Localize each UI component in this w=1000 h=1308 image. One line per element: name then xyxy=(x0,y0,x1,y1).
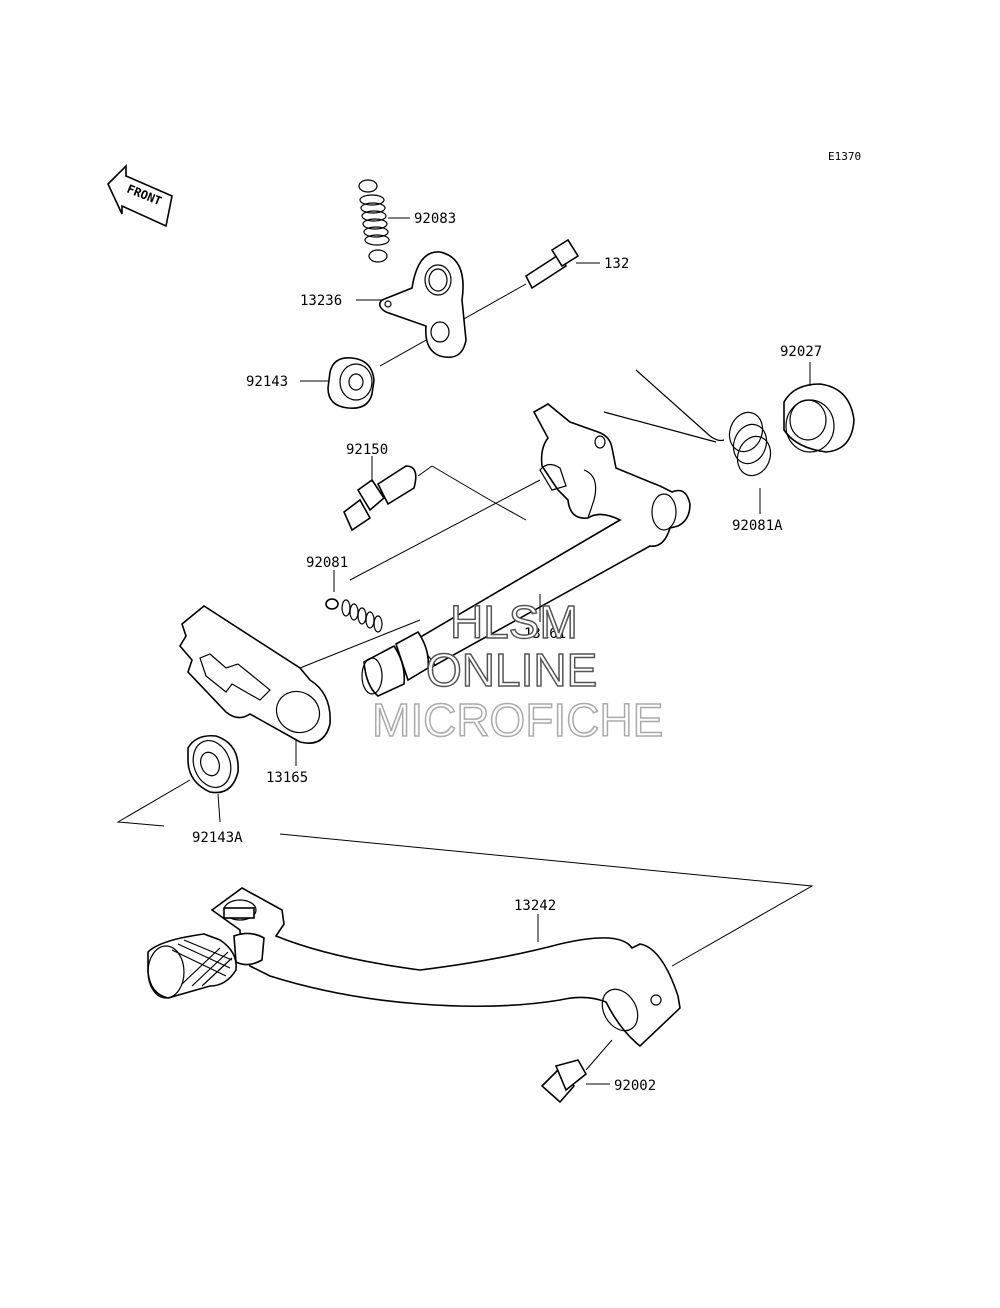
part-label-92027: 92027 xyxy=(780,344,822,360)
part-label-92143: 92143 xyxy=(246,374,288,390)
part-label-13165: 13165 xyxy=(266,770,308,786)
part-label-92002: 92002 xyxy=(614,1078,656,1094)
leader-line xyxy=(279,833,814,967)
watermark-line3: MICROFICHE xyxy=(372,694,663,746)
part-label-13161: 13161 xyxy=(524,626,566,642)
part-label-132: 132 xyxy=(604,256,629,272)
part-label-92150: 92150 xyxy=(346,442,388,458)
watermark-line2: ONLINE xyxy=(426,644,597,696)
part-label-92083: 92083 xyxy=(414,211,456,227)
pin-92150[interactable] xyxy=(343,456,527,532)
collar-92143[interactable] xyxy=(300,356,375,410)
shaft-13161[interactable] xyxy=(361,403,691,697)
part-label-13236: 13236 xyxy=(300,293,342,309)
arm-13165[interactable] xyxy=(179,605,421,766)
part-label-13242: 13242 xyxy=(514,898,556,914)
collar-92143A[interactable] xyxy=(116,734,239,827)
front-arrow-icon: FRONT xyxy=(107,164,173,228)
watermark-line1: HLSM xyxy=(450,596,578,648)
bolt-92002[interactable] xyxy=(540,1039,613,1104)
plate-13236[interactable] xyxy=(356,251,467,359)
part-label-92081: 92081 xyxy=(306,555,348,571)
spring-92081A[interactable] xyxy=(603,369,776,514)
diagram-code: E1370 xyxy=(828,150,861,163)
spring-92081[interactable] xyxy=(325,479,541,633)
part-label-92143A: 92143A xyxy=(192,830,243,846)
part-label-92081A: 92081A xyxy=(732,518,783,534)
pedal-13242[interactable] xyxy=(147,887,681,1048)
seal-92027[interactable] xyxy=(783,362,855,453)
spring-92083[interactable] xyxy=(358,179,410,263)
